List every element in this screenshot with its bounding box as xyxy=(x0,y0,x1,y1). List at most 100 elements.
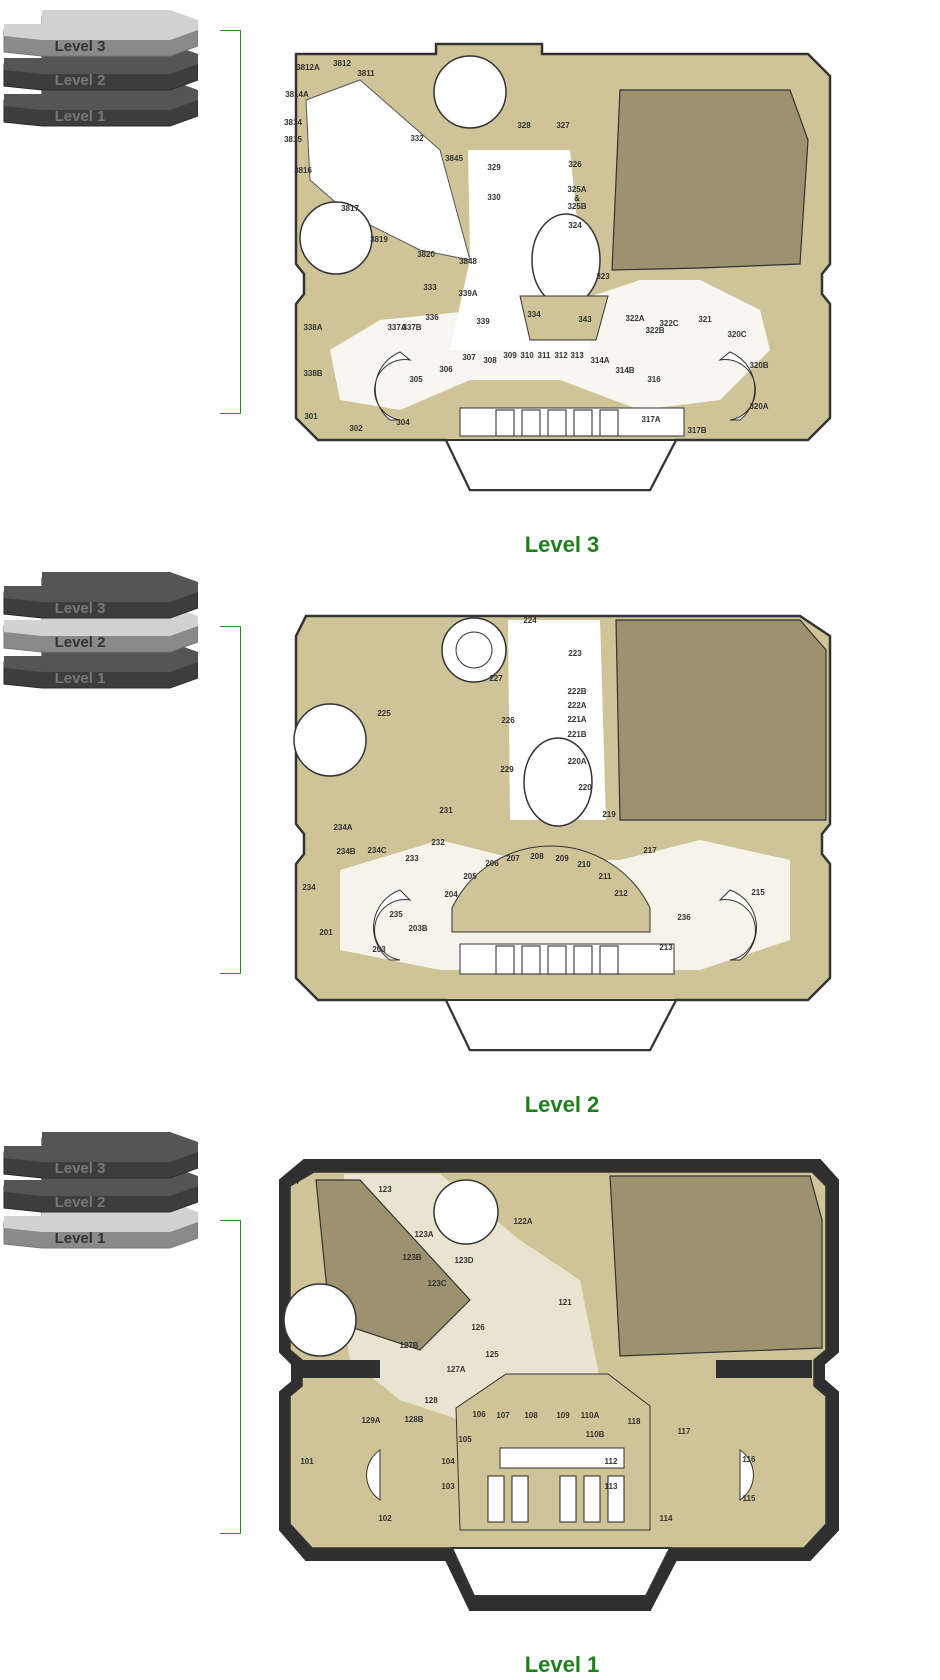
room-label-105[interactable]: 105 xyxy=(458,1435,472,1444)
room-label-106[interactable]: 106 xyxy=(472,1410,486,1419)
room-label-[interactable]: & xyxy=(574,194,580,203)
room-label-339A[interactable]: 339A xyxy=(458,289,477,298)
room-label-221B[interactable]: 221B xyxy=(567,730,586,739)
room-label-317A[interactable]: 317A xyxy=(641,415,660,424)
room-label-104[interactable]: 104 xyxy=(441,1457,455,1466)
level-stack-selector[interactable]: Level 1 Level 2 Level 3 xyxy=(2,2,198,132)
floor-plan-level-2[interactable]: 225224223227226222B222A221A221B220A22922… xyxy=(0,560,940,1080)
room-label-325A[interactable]: 325A xyxy=(567,185,586,194)
stack-layer-level-3[interactable]: Level 3 xyxy=(2,1124,198,1179)
room-label-209[interactable]: 209 xyxy=(555,854,569,863)
room-label-307[interactable]: 307 xyxy=(462,353,476,362)
room-label-3820[interactable]: 3820 xyxy=(417,250,435,259)
room-label-320A[interactable]: 320A xyxy=(749,402,768,411)
room-label-220[interactable]: 220 xyxy=(578,783,592,792)
room-label-127B[interactable]: 127B xyxy=(399,1341,418,1350)
level-stack-selector[interactable]: Level 1 Level 2 Level 3 xyxy=(2,1124,198,1254)
room-label-112[interactable]: 112 xyxy=(605,1457,618,1466)
room-label-203B[interactable]: 203B xyxy=(408,924,427,933)
room-label-235[interactable]: 235 xyxy=(389,910,403,919)
room-label-110B[interactable]: 110B xyxy=(586,1430,605,1439)
room-label-304[interactable]: 304 xyxy=(396,418,410,427)
room-label-115[interactable]: 115 xyxy=(743,1494,756,1503)
room-label-123A[interactable]: 123A xyxy=(414,1230,433,1239)
room-label-123D[interactable]: 123D xyxy=(454,1256,473,1265)
room-label-101[interactable]: 101 xyxy=(300,1457,314,1466)
room-label-328[interactable]: 328 xyxy=(517,121,531,130)
room-label-210[interactable]: 210 xyxy=(577,860,591,869)
room-label-124[interactable]: 124 xyxy=(285,1177,299,1186)
room-label-215[interactable]: 215 xyxy=(751,888,765,897)
room-label-332[interactable]: 332 xyxy=(410,134,424,143)
room-label-109[interactable]: 109 xyxy=(556,1411,570,1420)
room-label-325B[interactable]: 325B xyxy=(567,202,586,211)
room-label-221A[interactable]: 221A xyxy=(567,715,586,724)
room-label-229[interactable]: 229 xyxy=(500,765,514,774)
room-label-114[interactable]: 114 xyxy=(660,1514,673,1523)
room-label-129A[interactable]: 129A xyxy=(361,1416,380,1425)
room-label-329[interactable]: 329 xyxy=(487,163,501,172)
room-label-3812[interactable]: 3812 xyxy=(333,59,351,68)
room-label-231[interactable]: 231 xyxy=(439,806,453,815)
room-label-204[interactable]: 204 xyxy=(444,890,458,899)
room-label-3817[interactable]: 3817 xyxy=(341,204,359,213)
room-label-234A[interactable]: 234A xyxy=(333,823,352,832)
room-label-123B[interactable]: 123B xyxy=(402,1253,421,1262)
room-label-3819[interactable]: 3819 xyxy=(370,235,388,244)
room-label-233[interactable]: 233 xyxy=(405,854,419,863)
room-label-3811[interactable]: 3811 xyxy=(357,69,375,78)
room-label-322C[interactable]: 322C xyxy=(659,319,678,328)
room-label-201[interactable]: 201 xyxy=(319,928,333,937)
room-label-314B[interactable]: 314B xyxy=(615,366,634,375)
room-label-222B[interactable]: 222B xyxy=(567,687,586,696)
room-label-305[interactable]: 305 xyxy=(409,375,423,384)
room-label-234[interactable]: 234 xyxy=(302,883,316,892)
room-label-3815[interactable]: 3815 xyxy=(284,135,302,144)
room-label-343[interactable]: 343 xyxy=(578,315,592,324)
stack-layer-level-3[interactable]: Level 3 xyxy=(2,564,198,619)
room-label-3848[interactable]: 3848 xyxy=(459,257,477,266)
room-label-320C[interactable]: 320C xyxy=(727,330,746,339)
room-label-3814[interactable]: 3814 xyxy=(284,118,302,127)
stack-layer-level-3[interactable]: Level 3 xyxy=(2,2,198,57)
room-label-222A[interactable]: 222A xyxy=(567,701,586,710)
room-label-207[interactable]: 207 xyxy=(506,854,520,863)
room-label-327[interactable]: 327 xyxy=(556,121,570,130)
room-label-125[interactable]: 125 xyxy=(485,1350,499,1359)
room-label-206[interactable]: 206 xyxy=(485,859,499,868)
room-label-336[interactable]: 336 xyxy=(425,313,439,322)
room-label-108[interactable]: 108 xyxy=(524,1411,538,1420)
room-label-302[interactable]: 302 xyxy=(349,424,363,433)
room-label-128[interactable]: 128 xyxy=(424,1396,438,1405)
room-label-309[interactable]: 309 xyxy=(503,351,517,360)
room-label-330[interactable]: 330 xyxy=(487,193,501,202)
room-label-324[interactable]: 324 xyxy=(568,221,582,230)
room-label-301[interactable]: 301 xyxy=(304,412,318,421)
room-label-126[interactable]: 126 xyxy=(471,1323,485,1332)
room-label-122A[interactable]: 122A xyxy=(513,1217,532,1226)
room-label-326[interactable]: 326 xyxy=(568,160,582,169)
room-label-3814A[interactable]: 3814A xyxy=(285,90,309,99)
room-label-339[interactable]: 339 xyxy=(476,317,490,326)
room-label-217[interactable]: 217 xyxy=(643,846,657,855)
room-label-333[interactable]: 333 xyxy=(423,283,437,292)
room-label-323[interactable]: 323 xyxy=(596,272,610,281)
room-label-313[interactable]: 313 xyxy=(570,351,584,360)
floor-plan-level-1[interactable]: 124123123A122A123D123B123C121126125127B1… xyxy=(0,1120,940,1640)
room-label-219[interactable]: 219 xyxy=(602,810,616,819)
room-label-127A[interactable]: 127A xyxy=(446,1365,465,1374)
room-label-338B[interactable]: 338B xyxy=(303,369,322,378)
level-stack-selector[interactable]: Level 1 Level 2 Level 3 xyxy=(2,564,198,694)
room-label-3816[interactable]: 3816 xyxy=(294,166,312,175)
room-label-314A[interactable]: 314A xyxy=(590,356,609,365)
room-label-311[interactable]: 311 xyxy=(538,351,551,360)
room-label-338A[interactable]: 338A xyxy=(303,323,322,332)
room-label-322B[interactable]: 322B xyxy=(645,326,664,335)
room-label-103[interactable]: 103 xyxy=(441,1482,455,1491)
room-label-102[interactable]: 102 xyxy=(378,1514,392,1523)
room-label-322A[interactable]: 322A xyxy=(625,314,644,323)
room-label-310[interactable]: 310 xyxy=(520,351,534,360)
room-label-225[interactable]: 225 xyxy=(377,709,391,718)
room-label-116[interactable]: 116 xyxy=(743,1455,756,1464)
